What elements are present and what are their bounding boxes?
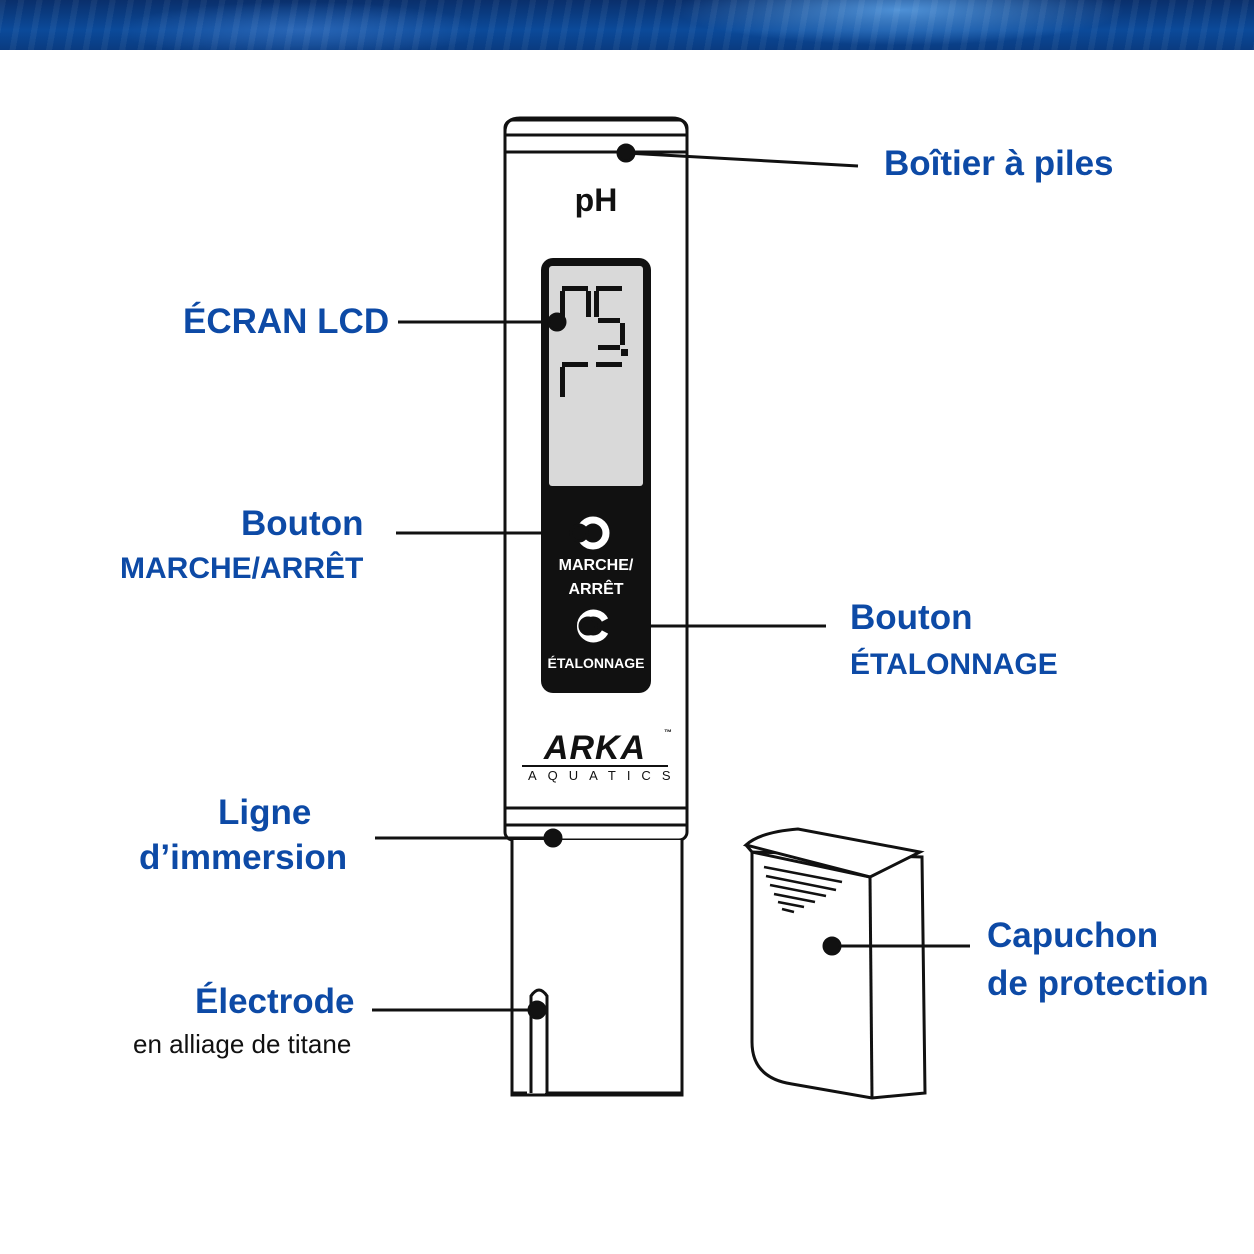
lcd-callout: ÉCRAN LCD	[183, 302, 390, 341]
battery-callout: Boîtier à piles	[884, 144, 1114, 183]
electrode-dot	[527, 1000, 547, 1020]
cap-body	[750, 850, 927, 1100]
electrode-callout-title: Électrode	[195, 982, 355, 1021]
power-button-callout-title: Bouton	[241, 504, 364, 543]
immersion-callout-line1: Ligne	[218, 793, 312, 832]
calibration-button-label: ÉTALONNAGE	[547, 655, 645, 671]
brand-tagline: AQUATICS	[528, 768, 682, 783]
brand-name: ARKA	[543, 729, 647, 767]
probe-sleeve	[510, 840, 684, 1097]
battery-dot	[616, 143, 636, 163]
lcd-dot	[547, 312, 567, 332]
power-button-label-2: ARRÊT	[568, 581, 624, 598]
cap-side-edge	[744, 844, 871, 879]
ocean-banner	[0, 0, 1254, 50]
calibration-callout-sub: ÉTALONNAGE	[850, 648, 1058, 681]
power-dot	[569, 523, 589, 543]
cap-dot	[822, 936, 842, 956]
cap-top	[742, 827, 925, 879]
lcd-digits	[560, 286, 628, 397]
electrode-callout-sub: en alliage de titane	[133, 1029, 352, 1059]
immersion-callout-line2: d’immersion	[139, 838, 348, 877]
cap-front-edge	[868, 876, 874, 1099]
immersion-dot	[543, 828, 563, 848]
battery-cap-top	[503, 116, 689, 133]
protective-cap	[742, 827, 927, 1100]
power-button-label-1: MARCHE/	[558, 557, 634, 574]
calibration-callout-title: Bouton	[850, 598, 973, 637]
cap-callout-line1: Capuchon	[987, 916, 1159, 955]
callout-leaders	[372, 143, 970, 1020]
battery-leader	[625, 151, 859, 168]
ph-label: pH	[574, 182, 618, 218]
cap-grip-ridges	[763, 865, 843, 914]
calib-dot	[578, 616, 598, 636]
power-button-callout-sub: MARCHE/ARRÊT	[120, 552, 364, 585]
brand-trademark: ™	[664, 728, 672, 737]
lcd-panel	[541, 258, 651, 693]
cap-callout-line2: de protection	[987, 964, 1209, 1003]
